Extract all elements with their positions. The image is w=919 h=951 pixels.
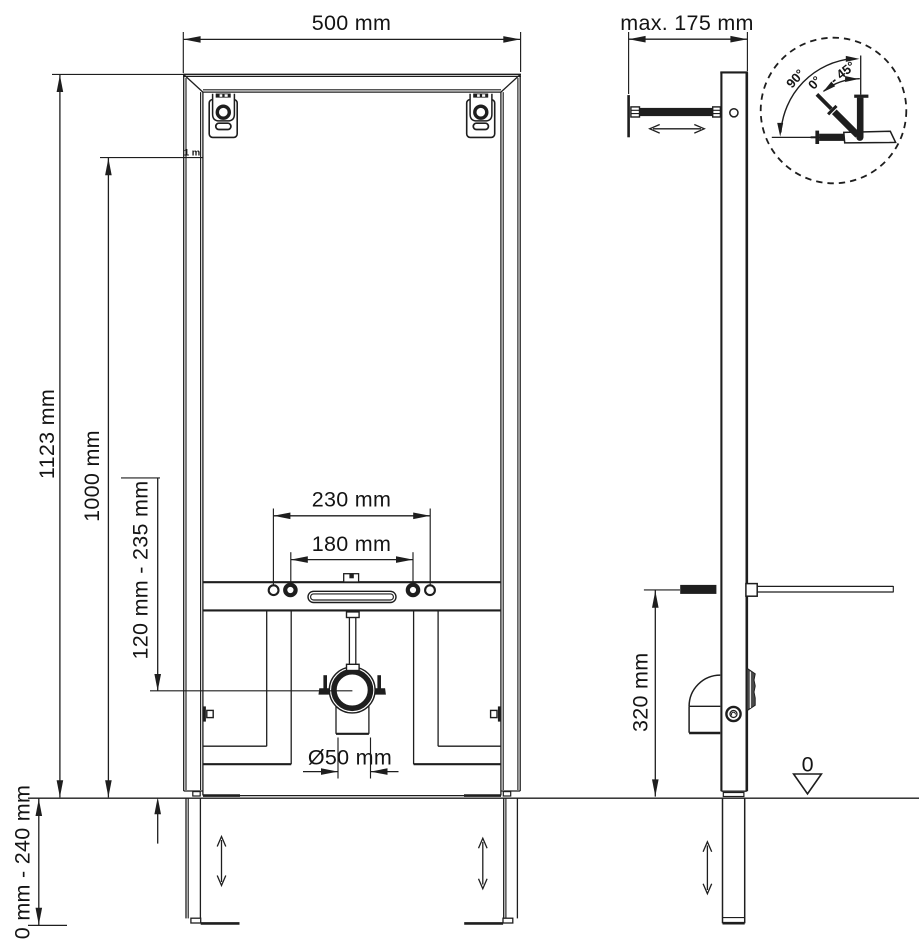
svg-text:0 mm - 240 mm: 0 mm - 240 mm [11,785,35,939]
svg-text:1000 mm: 1000 mm [80,430,104,522]
svg-text:180 mm: 180 mm [312,532,391,556]
svg-text:1 m: 1 m [184,147,200,158]
svg-text:120 mm - 235 mm: 120 mm - 235 mm [129,481,153,660]
svg-text:Ø50 mm: Ø50 mm [308,746,392,770]
svg-text:500 mm: 500 mm [312,11,391,35]
svg-text:320 mm: 320 mm [629,653,653,732]
svg-text:230 mm: 230 mm [312,488,391,512]
svg-text:1123 mm: 1123 mm [35,389,59,479]
svg-text:max. 175 mm: max. 175 mm [620,11,754,35]
svg-text:0: 0 [802,753,814,777]
